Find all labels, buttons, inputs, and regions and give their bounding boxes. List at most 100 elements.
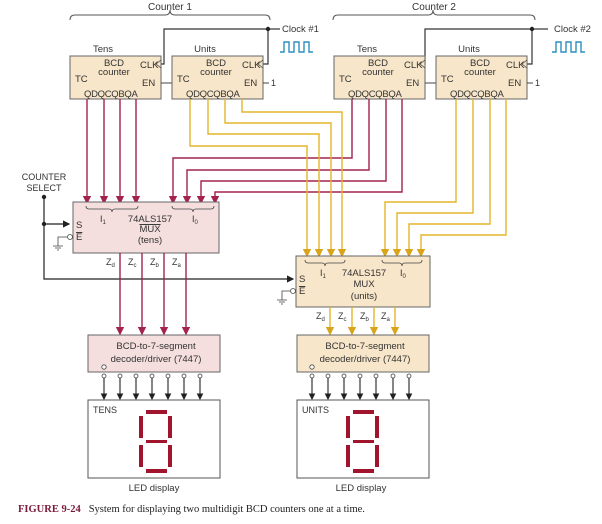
- svg-text:QDQCQBQA: QDQCQBQA: [186, 89, 241, 100]
- svg-text:BCD: BCD: [206, 58, 226, 69]
- counter1-brace: [69, 9, 271, 21]
- svg-text:QDQCQBQA: QDQCQBQA: [84, 89, 139, 100]
- figure-number: FIGURE 9-24: [18, 504, 81, 515]
- units-z-label: Zb: [360, 311, 370, 323]
- svg-text:UNITS: UNITS: [302, 405, 329, 415]
- tens-z-label: Zb: [150, 257, 160, 269]
- svg-text:EN: EN: [142, 78, 155, 89]
- svg-text:TC: TC: [177, 74, 190, 85]
- decoder-units: BCD-to-7-segment decoder/driver (7447): [296, 334, 430, 373]
- c2-tens-wires: [168, 99, 403, 205]
- svg-text:EN: EN: [508, 78, 521, 89]
- figure-caption: FIGURE 9-24 System for displaying two mul…: [18, 504, 365, 515]
- svg-text:E: E: [76, 232, 82, 243]
- display-tens: TENS LED display: [87, 399, 221, 494]
- counter-select-label-2: SELECT: [26, 183, 62, 193]
- svg-text:counter: counter: [98, 67, 130, 78]
- figure-text: System for displaying two multidigit BCD…: [88, 504, 365, 515]
- c1-units-wires: [189, 99, 347, 258]
- svg-text:TC: TC: [339, 74, 352, 85]
- svg-text:EN: EN: [244, 78, 257, 89]
- svg-text:LED display: LED display: [129, 483, 180, 494]
- tens-z-label: Za: [172, 257, 182, 269]
- svg-text:decoder/driver (7447): decoder/driver (7447): [320, 354, 411, 365]
- segment-f: [346, 416, 350, 438]
- svg-text:CLK: CLK: [404, 60, 423, 71]
- mux-tens-part: 74ALS157: [128, 214, 172, 225]
- svg-text:BCD-to-7-segment: BCD-to-7-segment: [116, 341, 196, 352]
- svg-text:EN: EN: [406, 78, 419, 89]
- mux-units-sub: (units): [351, 291, 377, 302]
- mux-tens-sub: (tens): [138, 235, 162, 246]
- svg-text:CLK: CLK: [242, 60, 261, 71]
- svg-text:1: 1: [535, 78, 540, 88]
- svg-text:E: E: [299, 286, 305, 297]
- svg-text:1: 1: [271, 78, 276, 88]
- segment-a: [146, 410, 167, 414]
- svg-text:QDQCQBQA: QDQCQBQA: [450, 89, 505, 100]
- svg-text:Tens: Tens: [357, 44, 377, 55]
- svg-text:I0: I0: [192, 214, 199, 226]
- mux-tens: I1 I0 74ALS157 MUX (tens) S E: [53, 201, 220, 254]
- svg-text:BCD: BCD: [368, 58, 388, 69]
- segment-b: [168, 416, 172, 438]
- svg-text:Units: Units: [458, 44, 480, 55]
- svg-text:BCD: BCD: [104, 58, 124, 69]
- svg-text:BCD: BCD: [470, 58, 490, 69]
- clock2-label: Clock #2: [554, 24, 591, 35]
- tens-z-label: Zd: [106, 257, 115, 269]
- svg-text:TC: TC: [441, 74, 454, 85]
- counter-select-label-1: COUNTER: [22, 172, 67, 182]
- svg-text:S: S: [76, 220, 82, 231]
- segment-g: [353, 440, 374, 443]
- svg-text:Units: Units: [194, 44, 216, 55]
- units-seven-segment-digit: [346, 410, 379, 473]
- decoder-tens: BCD-to-7-segment decoder/driver (7447): [87, 334, 221, 373]
- tens-seven-segment-digit: [139, 410, 172, 473]
- clock1-label: Clock #1: [282, 24, 319, 35]
- c1-tens-wires: [82, 99, 141, 205]
- svg-text:decoder/driver (7447): decoder/driver (7447): [111, 354, 202, 365]
- segment-c: [375, 445, 379, 467]
- mux-units: I1 I0 74ALS157 MUX (units) S E: [277, 255, 431, 308]
- counter1-label: Counter 1: [148, 2, 192, 13]
- svg-text:Tens: Tens: [93, 44, 113, 55]
- svg-text:I0: I0: [400, 268, 407, 280]
- segment-e: [139, 445, 143, 467]
- display-units: UNITS LED display: [296, 399, 430, 494]
- mux-units-name: MUX: [353, 279, 375, 290]
- c2-units-wires: [380, 99, 507, 258]
- segment-g: [146, 440, 167, 443]
- svg-text:LED display: LED display: [336, 483, 387, 494]
- counter2-label: Counter 2: [412, 2, 456, 13]
- segment-e: [346, 445, 350, 467]
- tens-z-label: Zc: [128, 257, 137, 269]
- clock2-wave-icon: [552, 41, 585, 53]
- segment-b: [375, 416, 379, 438]
- svg-text:BCD-to-7-segment: BCD-to-7-segment: [325, 341, 405, 352]
- svg-text:CLK: CLK: [506, 60, 525, 71]
- mux-units-part: 74ALS157: [342, 268, 386, 279]
- segment-a: [353, 410, 374, 414]
- segment-d: [353, 469, 374, 473]
- svg-text:counter: counter: [464, 67, 496, 78]
- clock1-line: [160, 28, 269, 65]
- mux-tens-name: MUX: [139, 224, 161, 235]
- svg-text:TC: TC: [75, 74, 88, 85]
- svg-text:counter: counter: [200, 67, 232, 78]
- svg-text:I1: I1: [100, 214, 107, 226]
- svg-text:S: S: [299, 274, 305, 285]
- svg-text:TENS: TENS: [93, 405, 117, 415]
- svg-text:CLK: CLK: [140, 60, 159, 71]
- counter2-brace: [332, 9, 536, 21]
- segment-d: [146, 469, 167, 473]
- segment-c: [168, 445, 172, 467]
- segment-f: [139, 416, 143, 438]
- svg-text:QDQCQBQA: QDQCQBQA: [348, 89, 403, 100]
- svg-text:I1: I1: [320, 268, 327, 280]
